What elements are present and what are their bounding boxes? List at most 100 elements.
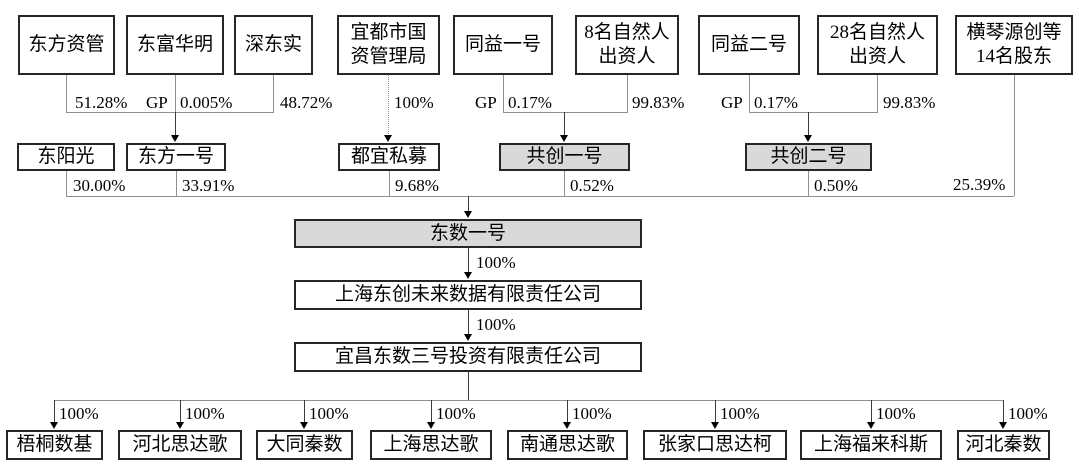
pct-label: 100% bbox=[476, 253, 516, 272]
node-label: 14名股东 bbox=[975, 46, 1052, 67]
pct-label: 51.28% bbox=[75, 93, 128, 112]
edge-line bbox=[871, 400, 872, 423]
node-label: 梧桐数基 bbox=[16, 434, 93, 456]
node-label: 东方一号 bbox=[137, 146, 214, 168]
node-28-natural-persons: 28名自然人 出资人 bbox=[817, 15, 938, 75]
arrowhead-down-icon bbox=[563, 422, 571, 429]
pct-label: 100% bbox=[1008, 404, 1048, 423]
node-label: 河北秦数 bbox=[965, 434, 1042, 456]
pct-label: 100% bbox=[572, 404, 612, 423]
pct-label: 100% bbox=[59, 404, 99, 423]
node-label: 同益二号 bbox=[710, 34, 787, 56]
node-dongfang-yihao: 东方一号 bbox=[126, 143, 226, 171]
arrowhead-down-icon bbox=[427, 422, 435, 429]
pct-label: 99.83% bbox=[883, 93, 936, 112]
edge-line bbox=[503, 75, 504, 112]
edge-line bbox=[468, 196, 469, 212]
edge-bus-line bbox=[54, 400, 1004, 401]
edge-line bbox=[304, 400, 305, 423]
node-tongyi-erhao: 同益二号 bbox=[698, 15, 800, 75]
node-dongfang-ziguan: 东方资管 bbox=[18, 15, 115, 75]
node-label: 大同秦数 bbox=[266, 434, 343, 456]
node-dongfu-huaming: 东富华明 bbox=[126, 15, 224, 75]
arrowhead-down-icon bbox=[804, 135, 812, 142]
node-dongshu-yihao: 东数一号 bbox=[294, 219, 642, 248]
edge-line bbox=[1003, 400, 1004, 423]
node-gongchuang-erhao: 共创二号 bbox=[745, 143, 872, 171]
edge-line bbox=[468, 310, 469, 335]
edge-line bbox=[175, 112, 176, 136]
arrowhead-down-icon bbox=[867, 422, 875, 429]
edge-line bbox=[176, 171, 177, 196]
node-label: 东富华明 bbox=[136, 34, 213, 56]
pct-label: 30.00% bbox=[73, 176, 126, 195]
pct-label: 100% bbox=[309, 404, 349, 423]
arrowhead-down-icon bbox=[171, 135, 179, 142]
node-label: 东数一号 bbox=[429, 222, 506, 244]
node-label: 资管理局 bbox=[350, 46, 427, 67]
node-gongchuang-yihao: 共创一号 bbox=[499, 143, 630, 171]
edge-line bbox=[808, 171, 809, 196]
node-label: 共创二号 bbox=[770, 146, 847, 168]
edge-line bbox=[66, 112, 274, 113]
edge-bus-line bbox=[66, 196, 1014, 197]
node-label: 出资人 bbox=[598, 46, 656, 67]
pct-label: 0.17% bbox=[508, 93, 552, 112]
arrowhead-down-icon bbox=[711, 422, 719, 429]
edge-line bbox=[66, 75, 67, 112]
edge-dotted-line bbox=[388, 75, 389, 136]
node-8-natural-persons: 8名自然人 出资人 bbox=[575, 15, 679, 75]
node-label: 南通思达歌 bbox=[519, 434, 615, 456]
edge-line bbox=[808, 112, 809, 136]
edge-line bbox=[468, 372, 469, 400]
edge-line bbox=[273, 75, 274, 112]
arrowhead-down-icon bbox=[464, 334, 472, 341]
pct-label: 99.83% bbox=[632, 93, 685, 112]
node-label: 28名自然人 bbox=[829, 22, 925, 44]
node-datong-qinshu: 大同秦数 bbox=[256, 430, 353, 460]
pct-label: 25.39% bbox=[953, 175, 1006, 194]
arrowhead-down-icon bbox=[300, 422, 308, 429]
pct-label: 100% bbox=[476, 315, 516, 334]
node-label: 东方资管 bbox=[28, 34, 105, 56]
arrowhead-down-icon bbox=[464, 272, 472, 279]
pct-label: 100% bbox=[720, 404, 760, 423]
node-yidu-guozi-ju: 宜都市国 资管理局 bbox=[337, 15, 440, 75]
node-label: 上海思达歌 bbox=[383, 434, 479, 456]
arrowhead-down-icon bbox=[560, 135, 568, 142]
edge-line bbox=[564, 112, 565, 136]
node-hengqin-yuanchuang: 横琴源创等 14名股东 bbox=[955, 15, 1073, 75]
pct-label: 0.50% bbox=[814, 176, 858, 195]
edge-line bbox=[749, 75, 750, 112]
node-label: 上海福来科斯 bbox=[813, 434, 928, 456]
pct-label: 0.17% bbox=[754, 93, 798, 112]
edge-line bbox=[468, 248, 469, 273]
node-label: 河北思达歌 bbox=[132, 434, 228, 456]
node-label: 宜都市国 bbox=[350, 22, 427, 44]
arrowhead-down-icon bbox=[176, 422, 184, 429]
node-label: 深东实 bbox=[244, 34, 302, 56]
pct-label: 0.52% bbox=[570, 176, 614, 195]
node-shendongshi: 深东实 bbox=[234, 15, 313, 75]
pct-label: 9.68% bbox=[395, 176, 439, 195]
edge-line bbox=[567, 400, 568, 423]
edge-line bbox=[564, 171, 565, 196]
node-hebei-qinshu: 河北秦数 bbox=[957, 430, 1050, 460]
node-label: 8名自然人 bbox=[584, 22, 670, 44]
edge-line bbox=[180, 400, 181, 423]
gp-label: GP bbox=[146, 93, 168, 112]
node-shanghai-sidage: 上海思达歌 bbox=[370, 430, 492, 460]
pct-label: 48.72% bbox=[280, 93, 333, 112]
edge-line bbox=[749, 112, 878, 113]
edge-line bbox=[715, 400, 716, 423]
node-label: 出资人 bbox=[848, 46, 906, 67]
pct-label: 100% bbox=[876, 404, 916, 423]
edge-line bbox=[1014, 75, 1015, 196]
edge-line bbox=[54, 400, 55, 423]
pct-label: 100% bbox=[436, 404, 476, 423]
node-shanghai-fulaikesi: 上海福来科斯 bbox=[800, 430, 942, 460]
node-hebei-sidage: 河北思达歌 bbox=[118, 430, 242, 460]
edge-line bbox=[627, 75, 628, 112]
edge-line bbox=[877, 75, 878, 112]
